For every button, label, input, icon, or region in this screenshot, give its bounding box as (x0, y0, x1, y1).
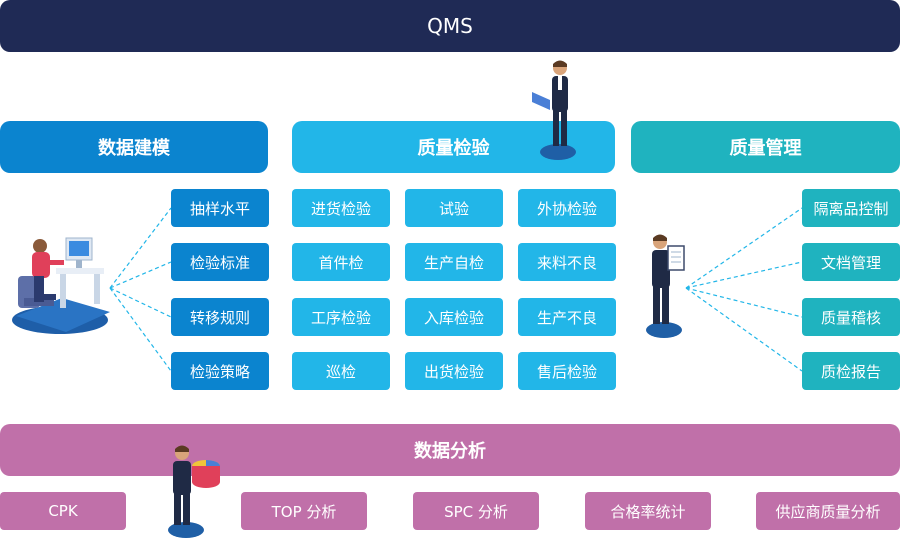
inspection-production-defect[interactable]: 生产不良 (518, 298, 616, 336)
management-document[interactable]: 文档管理 (802, 243, 900, 281)
man-with-laptop-illustration (532, 60, 576, 160)
connector-line (685, 287, 803, 318)
inspection-incoming[interactable]: 进货检验 (292, 189, 390, 227)
inspection-warehouse-in[interactable]: 入库检验 (405, 298, 503, 336)
inspection-test[interactable]: 试验 (405, 189, 503, 227)
inspection-self-check[interactable]: 生产自检 (405, 243, 503, 281)
data-analysis-header: 数据分析 (0, 424, 900, 476)
inspection-outgoing[interactable]: 出货检验 (405, 352, 503, 390)
connector-line (685, 261, 803, 289)
analysis-supplier-quality[interactable]: 供应商质量分析 (756, 492, 900, 530)
management-audit[interactable]: 质量稽核 (802, 298, 900, 336)
inspection-outsourced[interactable]: 外协检验 (518, 189, 616, 227)
analysis-pass-rate[interactable]: 合格率统计 (585, 492, 711, 530)
data-modeling-header: 数据建模 (0, 121, 268, 173)
management-report[interactable]: 质检报告 (802, 352, 900, 390)
modeling-item-sampling-level[interactable]: 抽样水平 (171, 189, 269, 227)
man-with-pie-chart-illustration (168, 445, 220, 538)
modeling-item-transfer-rules[interactable]: 转移规则 (171, 298, 269, 336)
management-isolation-control[interactable]: 隔离品控制 (802, 189, 900, 227)
connector-line (109, 287, 172, 318)
connector-line (109, 207, 172, 289)
inspection-first-article[interactable]: 首件检 (292, 243, 390, 281)
inspection-patrol[interactable]: 巡检 (292, 352, 390, 390)
analysis-cpk[interactable]: CPK (0, 492, 126, 530)
qms-header-bar: QMS (0, 0, 900, 52)
inspection-after-sales[interactable]: 售后检验 (518, 352, 616, 390)
analysis-spc[interactable]: SPC 分析 (413, 492, 539, 530)
person-at-desk-illustration (12, 237, 110, 334)
analysis-top[interactable]: TOP 分析 (241, 492, 367, 530)
quality-management-header: 质量管理 (631, 121, 900, 173)
man-with-tablet-illustration (646, 234, 685, 338)
connector-line (685, 287, 803, 372)
modeling-item-inspection-standard[interactable]: 检验标准 (171, 243, 269, 281)
connector-line (109, 287, 172, 372)
connector-line (685, 207, 803, 289)
modeling-item-inspection-strategy[interactable]: 检验策略 (171, 352, 269, 390)
inspection-incoming-defect[interactable]: 来料不良 (518, 243, 616, 281)
inspection-process[interactable]: 工序检验 (292, 298, 390, 336)
connector-line (109, 261, 172, 289)
